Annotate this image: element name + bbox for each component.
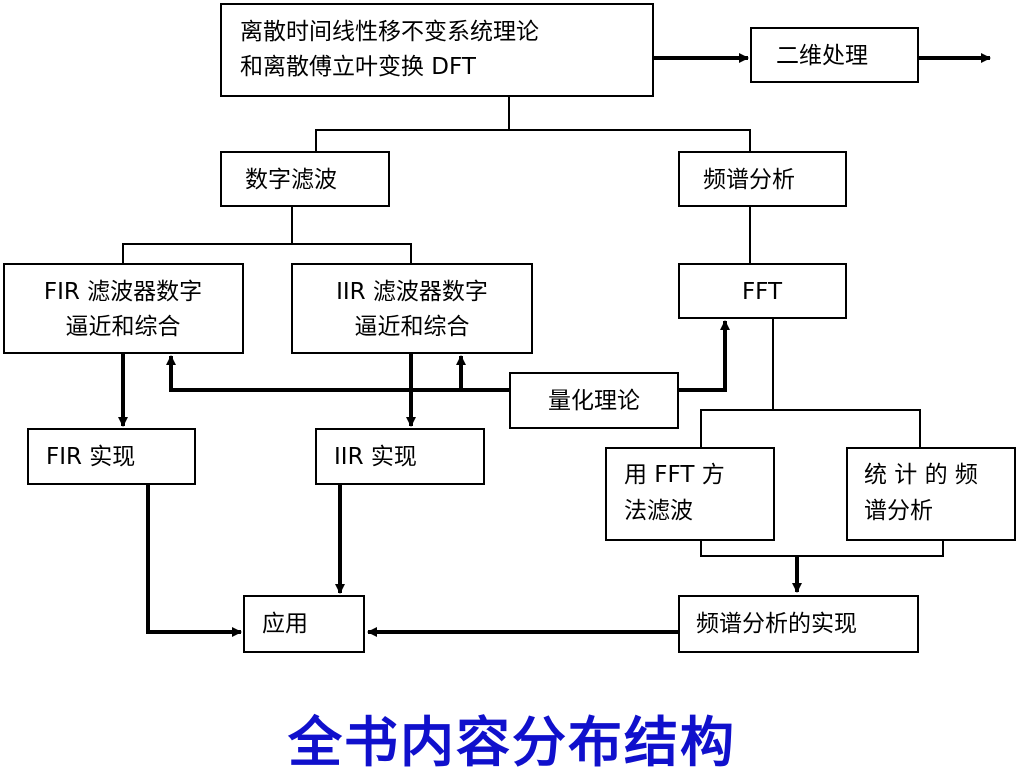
node-spectrum-impl-label: 频谱分析的实现 (696, 611, 857, 637)
node-iir-impl: IIR 实现 (315, 428, 485, 485)
node-fft-filter-line1: 用 FFT 方 (624, 462, 725, 488)
arrow-quant-to-fir (166, 355, 510, 392)
node-statistical-spectrum-line1: 统 计 的 频 (864, 462, 978, 488)
line-fft-sub-merge (700, 540, 944, 557)
line-filter-branch (122, 243, 412, 264)
node-fir-design: FIR 滤波器数字 逼近和综合 (3, 263, 244, 354)
node-fir-impl-label: FIR 实现 (46, 444, 135, 470)
node-digital-filter-label: 数字滤波 (245, 167, 337, 193)
node-spectrum-analysis: 频谱分析 (678, 151, 847, 207)
node-fir-design-line2: 逼近和综合 (66, 314, 181, 340)
node-theory-line1: 离散时间线性移不变系统理论 (240, 19, 539, 45)
node-quantization-label: 量化理论 (548, 388, 640, 414)
node-two-d: 二维处理 (750, 27, 919, 83)
node-theory-line2: 和离散傅立叶变换 DFT (240, 54, 477, 80)
node-iir-design-line1: IIR 滤波器数字 (336, 279, 488, 305)
node-application: 应用 (243, 595, 365, 653)
node-statistical-spectrum-line2: 谱分析 (864, 498, 933, 524)
node-statistical-spectrum: 统 计 的 频 谱分析 (846, 447, 1016, 541)
line-theory-branch (315, 129, 751, 152)
node-two-d-label: 二维处理 (776, 43, 868, 69)
node-quantization: 量化理论 (509, 372, 679, 429)
node-fir-impl: FIR 实现 (27, 428, 196, 485)
node-theory: 离散时间线性移不变系统理论 和离散傅立叶变换 DFT (220, 3, 654, 97)
node-fft-filter-line2: 法滤波 (624, 498, 693, 524)
node-spectrum-impl: 频谱分析的实现 (678, 595, 919, 653)
line-fft-branch (700, 409, 921, 448)
arrow-quant-to-fft (678, 320, 730, 392)
content-structure-diagram: 离散时间线性移不变系统理论 和离散傅立叶变换 DFT 二维处理 数字滤波 频谱分… (3, 3, 1016, 653)
node-fft-label: FFT (742, 279, 783, 305)
node-iir-design: IIR 滤波器数字 逼近和综合 (291, 263, 533, 354)
connectors (118, 53, 991, 637)
node-iir-design-line2: 逼近和综合 (355, 314, 470, 340)
arrow-fir-impl-to-app (146, 484, 242, 637)
node-digital-filter: 数字滤波 (220, 151, 390, 207)
node-fft: FFT (678, 263, 847, 319)
node-fft-filter: 用 FFT 方 法滤波 (605, 447, 775, 541)
node-iir-impl-label: IIR 实现 (334, 444, 417, 470)
node-application-label: 应用 (262, 611, 308, 637)
node-fir-design-line1: FIR 滤波器数字 (44, 279, 202, 305)
node-spectrum-analysis-label: 频谱分析 (703, 167, 795, 193)
page-title: 全书内容分布结构 (288, 711, 736, 774)
